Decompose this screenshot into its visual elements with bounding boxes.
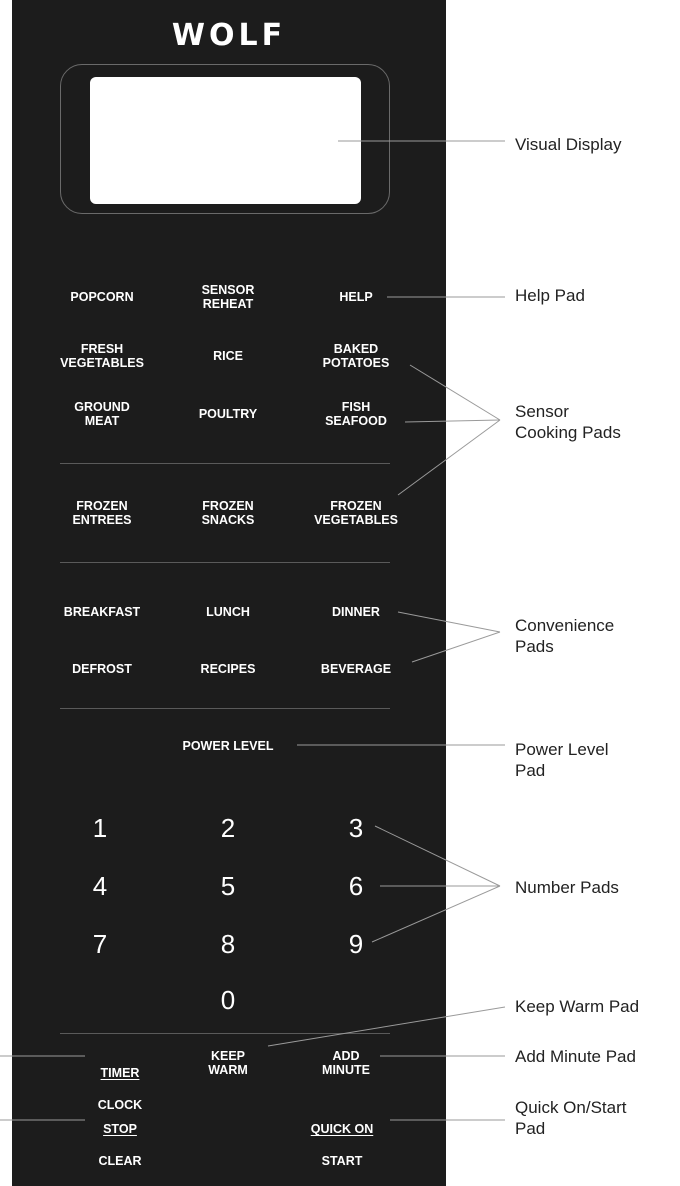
leader-line-3 <box>374 825 501 887</box>
number-pad-2[interactable]: 2 <box>220 813 236 843</box>
stop-label: STOP <box>103 1122 137 1136</box>
fish-seafood-pad[interactable]: FISH SEAFOOD <box>325 400 387 428</box>
callout-number-pads: Number Pads <box>515 878 619 897</box>
leader-line-keep-warm <box>267 1006 506 1047</box>
callout-add-minute-pad: Add Minute Pad <box>515 1047 636 1066</box>
number-pad-8[interactable]: 8 <box>220 929 236 959</box>
keep-warm-pad[interactable]: KEEP WARM <box>208 1049 248 1077</box>
leader-line-baked-potatoes <box>409 364 501 421</box>
divider <box>60 562 390 563</box>
frozen-vegetables-pad[interactable]: FROZEN VEGETABLES <box>314 499 398 527</box>
callout-keep-warm-pad: Keep Warm Pad <box>515 997 640 1016</box>
callout-power-level-pad: Power Level Pad <box>515 740 609 780</box>
frozen-snacks-pad[interactable]: FROZEN SNACKS <box>201 499 255 527</box>
number-pad-0[interactable]: 0 <box>220 985 236 1015</box>
breakfast-pad[interactable]: BREAKFAST <box>63 605 141 619</box>
sensor-reheat-pad[interactable]: SENSOR REHEAT <box>201 283 255 311</box>
visual-display <box>90 77 361 204</box>
ground-meat-pad[interactable]: GROUND MEAT <box>74 400 130 428</box>
leader-line-frozen-vegetables <box>397 419 501 496</box>
number-pad-9[interactable]: 9 <box>348 929 364 959</box>
number-pad-1[interactable]: 1 <box>92 813 108 843</box>
timer-label: TIMER <box>100 1066 140 1080</box>
number-pad-7[interactable]: 7 <box>92 929 108 959</box>
quick-on-start-pad[interactable]: QUICK ON START <box>262 1105 422 1169</box>
add-minute-pad[interactable]: ADD MINUTE <box>322 1049 370 1077</box>
callout-visual-display: Visual Display <box>515 135 622 154</box>
callout-sensor-cooking-pads: Sensor Cooking Pads <box>515 402 621 442</box>
stop-clear-pad[interactable]: STOP CLEAR <box>40 1105 200 1169</box>
number-pad-5[interactable]: 5 <box>220 871 236 901</box>
divider <box>60 708 390 709</box>
recipes-pad[interactable]: RECIPES <box>200 662 256 676</box>
divider <box>60 463 390 464</box>
callout-convenience-pads: Convenience Pads <box>515 616 615 656</box>
number-pad-6[interactable]: 6 <box>348 871 364 901</box>
quick-on-label: QUICK ON <box>310 1122 374 1136</box>
power-level-pad[interactable]: POWER LEVEL <box>182 739 274 753</box>
lunch-pad[interactable]: LUNCH <box>206 605 250 619</box>
dinner-pad[interactable]: DINNER <box>332 605 380 619</box>
wolf-logo: WOLF <box>171 18 287 53</box>
help-pad[interactable]: HELP <box>339 290 373 304</box>
number-pad-4[interactable]: 4 <box>92 871 108 901</box>
leader-line-9 <box>371 885 501 943</box>
timer-clock-pad[interactable]: TIMER CLOCK <box>40 1049 200 1113</box>
defrost-pad[interactable]: DEFROST <box>72 662 132 676</box>
beverage-pad[interactable]: BEVERAGE <box>320 662 392 676</box>
popcorn-pad[interactable]: POPCORN <box>70 290 134 304</box>
leader-line-dinner <box>397 611 501 633</box>
display-bezel <box>60 64 390 214</box>
fresh-vegetables-pad[interactable]: FRESH VEGETABLES <box>60 342 144 370</box>
poultry-pad[interactable]: POULTRY <box>198 407 258 421</box>
divider <box>60 1033 390 1034</box>
callout-quick-on-start-pad: Quick On/Start Pad <box>515 1098 627 1138</box>
leader-line-beverage <box>411 631 501 663</box>
callout-help-pad: Help Pad <box>515 286 585 305</box>
start-label: START <box>321 1154 363 1168</box>
leader-line-fish-seafood <box>404 419 501 423</box>
clock-label: CLOCK <box>97 1098 143 1112</box>
number-pad-3[interactable]: 3 <box>348 813 364 843</box>
rice-pad[interactable]: RICE <box>213 349 243 363</box>
clear-label: CLEAR <box>98 1154 142 1168</box>
frozen-entrees-pad[interactable]: FROZEN ENTREES <box>72 499 132 527</box>
baked-potatoes-pad[interactable]: BAKED POTATOES <box>322 342 390 370</box>
